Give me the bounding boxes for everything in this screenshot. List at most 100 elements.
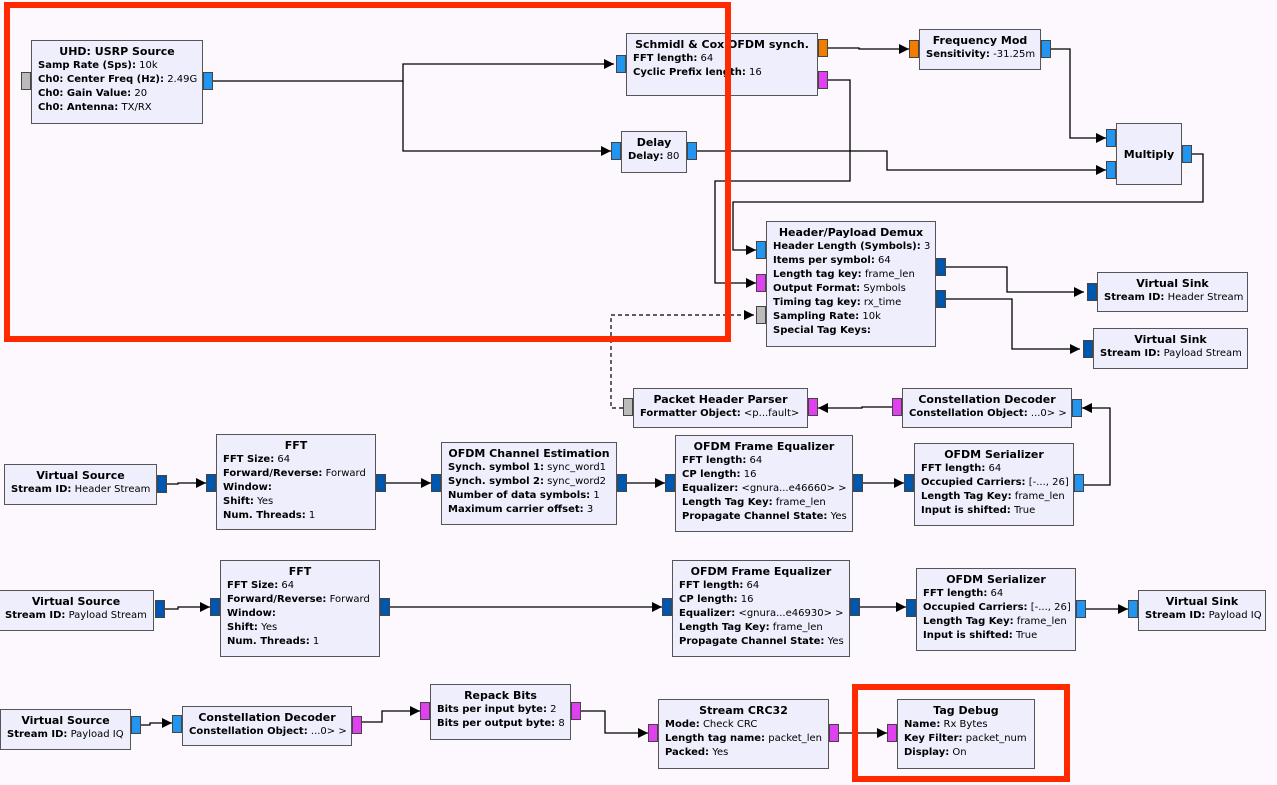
port-ser2-in[interactable] <box>906 599 916 617</box>
port-eq1-out[interactable] <box>853 474 863 492</box>
wire-usrp-schmidl[interactable] <box>213 59 614 82</box>
port-delay-in[interactable] <box>611 142 621 160</box>
block-ofdm-frame-equalizer-header[interactable]: OFDM Frame Equalizer FFT length: 64 CP l… <box>675 435 853 532</box>
port-demux-header-out[interactable] <box>936 258 946 276</box>
port-schmidl-freq-out[interactable] <box>818 39 828 57</box>
block-tag-debug[interactable]: Tag Debug Name: Rx Bytes Key Filter: pac… <box>897 699 1035 769</box>
block-frequency-mod[interactable]: Frequency Mod Sensitivity: -31.25m <box>919 29 1041 70</box>
port-ser1-in[interactable] <box>904 474 914 492</box>
wire-constdec2-repack[interactable] <box>362 706 420 723</box>
port-chanest-in[interactable] <box>431 474 441 492</box>
param-input-shifted: Input is shifted: True <box>923 630 1038 641</box>
port-constdec1-in[interactable] <box>1072 399 1082 417</box>
block-title: Schmidl & Cox OFDM synch. <box>635 38 809 51</box>
block-title: Stream CRC32 <box>699 704 788 717</box>
port-usrp-command-in[interactable] <box>21 72 31 90</box>
port-parser-in[interactable] <box>623 398 633 416</box>
block-header-payload-demux[interactable]: Header/Payload Demux Header Length (Symb… <box>766 221 936 347</box>
block-fft-payload[interactable]: FFT FFT Size: 64 Forward/Reverse: Forwar… <box>220 560 380 657</box>
port-eq2-out[interactable] <box>850 598 860 616</box>
port-fft1-in[interactable] <box>206 474 216 492</box>
port-usrp-out[interactable] <box>203 72 213 90</box>
port-crc-in[interactable] <box>648 724 658 742</box>
wire-delay-multiply[interactable] <box>697 150 1106 175</box>
block-multiply[interactable]: Multiply <box>1116 123 1182 185</box>
port-vsrc-header-out[interactable] <box>157 475 167 493</box>
port-ser2-out[interactable] <box>1076 600 1086 618</box>
port-demux-header-data[interactable] <box>756 306 766 324</box>
block-fft-header[interactable]: FFT FFT Size: 64 Forward/Reverse: Forwar… <box>216 434 376 530</box>
block-title: Delay <box>636 136 672 149</box>
block-stream-crc32[interactable]: Stream CRC32 Mode: Check CRC Length tag … <box>658 699 829 769</box>
port-vsink-header-in[interactable] <box>1087 283 1097 301</box>
port-schmidl-detect-out[interactable] <box>818 71 828 89</box>
wire-serializer-constdec[interactable] <box>1082 403 1111 486</box>
port-freqmod-in[interactable] <box>909 40 919 58</box>
param-sync-symbol-2: Synch. symbol 2: sync_word2 <box>448 476 607 487</box>
param-fft-length: FFT length: 64 <box>921 463 1002 474</box>
wire-schmidl-freqmod[interactable] <box>828 44 909 54</box>
wire-repack-crc[interactable] <box>580 710 648 738</box>
block-virtual-sink-iq[interactable]: Virtual Sink Stream ID: Payload IQ <box>1138 590 1266 631</box>
wire-schmidl-demux[interactable] <box>714 79 851 288</box>
wire-demux-vsink-header[interactable] <box>945 266 1084 297</box>
port-fft2-out[interactable] <box>380 598 390 616</box>
wire-constdec-parser[interactable] <box>818 403 892 413</box>
port-vsrc-payload-out[interactable] <box>155 600 165 618</box>
block-title: Tag Debug <box>933 704 999 717</box>
port-tagdebug-in[interactable] <box>887 724 897 742</box>
port-multiply-in1[interactable] <box>1106 161 1116 179</box>
block-title: Virtual Sink <box>1136 277 1209 290</box>
port-ser1-out[interactable] <box>1074 474 1084 492</box>
port-demux-trigger[interactable] <box>756 274 766 292</box>
port-eq2-in[interactable] <box>662 598 672 616</box>
wire-multiply-demux[interactable] <box>732 153 1204 255</box>
wire-parser-demux-message[interactable] <box>610 310 754 409</box>
block-usrp-source[interactable]: UHD: USRP Source Samp Rate (Sps): 10k Ch… <box>31 40 203 124</box>
port-chanest-out[interactable] <box>617 474 627 492</box>
wire-freqmod-multiply[interactable] <box>1051 48 1106 143</box>
port-constdec1-out[interactable] <box>892 398 902 416</box>
port-constdec2-in[interactable] <box>172 715 182 733</box>
block-repack-bits[interactable]: Repack Bits Bits per input byte: 2 Bits … <box>430 684 571 740</box>
block-ofdm-serializer-payload[interactable]: OFDM Serializer FFT length: 64 Occupied … <box>916 568 1076 651</box>
block-virtual-source-iq[interactable]: Virtual Source Stream ID: Payload IQ <box>0 709 131 750</box>
block-packet-header-parser[interactable]: Packet Header Parser Formatter Object: <… <box>633 388 808 428</box>
block-title: Constellation Decoder <box>918 393 1056 406</box>
block-virtual-sink-header[interactable]: Virtual Sink Stream ID: Header Stream <box>1097 272 1248 312</box>
block-ofdm-serializer-header[interactable]: OFDM Serializer FFT length: 64 Occupied … <box>914 443 1074 526</box>
wire-vsrc-fft1[interactable] <box>166 478 206 488</box>
block-delay[interactable]: Delay Delay: 80 <box>621 131 687 173</box>
wire-vsrc-fft2[interactable] <box>165 602 210 612</box>
port-crc-out[interactable] <box>829 724 839 742</box>
block-virtual-source-payload[interactable]: Virtual Source Stream ID: Payload Stream <box>0 590 154 631</box>
port-multiply-in0[interactable] <box>1106 129 1116 147</box>
port-vsrc-iq-out[interactable] <box>131 716 141 734</box>
port-freqmod-out[interactable] <box>1041 40 1051 58</box>
wire-demux-vsink-payload[interactable] <box>945 298 1080 354</box>
port-demux-in[interactable] <box>756 241 766 259</box>
port-fft1-out[interactable] <box>376 474 386 492</box>
port-schmidl-in[interactable] <box>616 55 626 73</box>
port-constdec2-out[interactable] <box>352 716 362 734</box>
block-constellation-decoder-payload[interactable]: Constellation Decoder Constellation Obje… <box>182 706 352 746</box>
port-parser-out[interactable] <box>808 398 818 416</box>
port-vsink-iq-in[interactable] <box>1128 600 1138 618</box>
port-repack-in[interactable] <box>420 702 430 720</box>
port-fft2-in[interactable] <box>210 598 220 616</box>
block-schmidl-cox[interactable]: Schmidl & Cox OFDM synch. FFT length: 64… <box>626 33 818 96</box>
block-virtual-source-header[interactable]: Virtual Source Stream ID: Header Stream <box>4 464 157 505</box>
port-demux-payload-out[interactable] <box>936 290 946 308</box>
port-eq1-in[interactable] <box>665 474 675 492</box>
port-multiply-out[interactable] <box>1182 145 1192 163</box>
port-delay-out[interactable] <box>687 142 697 160</box>
port-repack-out[interactable] <box>571 702 581 720</box>
block-constellation-decoder-header[interactable]: Constellation Decoder Constellation Obje… <box>902 388 1072 428</box>
block-ofdm-channel-estimation[interactable]: OFDM Channel Estimation Synch. symbol 1:… <box>441 442 617 525</box>
block-ofdm-frame-equalizer-payload[interactable]: OFDM Frame Equalizer FFT length: 64 CP l… <box>672 560 850 657</box>
wire-vsrc-constdec2[interactable] <box>141 718 172 728</box>
param-window: Window: <box>227 608 276 619</box>
wire-usrp-delay[interactable] <box>402 81 611 156</box>
block-virtual-sink-payload[interactable]: Virtual Sink Stream ID: Payload Stream <box>1093 328 1248 369</box>
port-vsink-payload-in[interactable] <box>1083 340 1093 358</box>
